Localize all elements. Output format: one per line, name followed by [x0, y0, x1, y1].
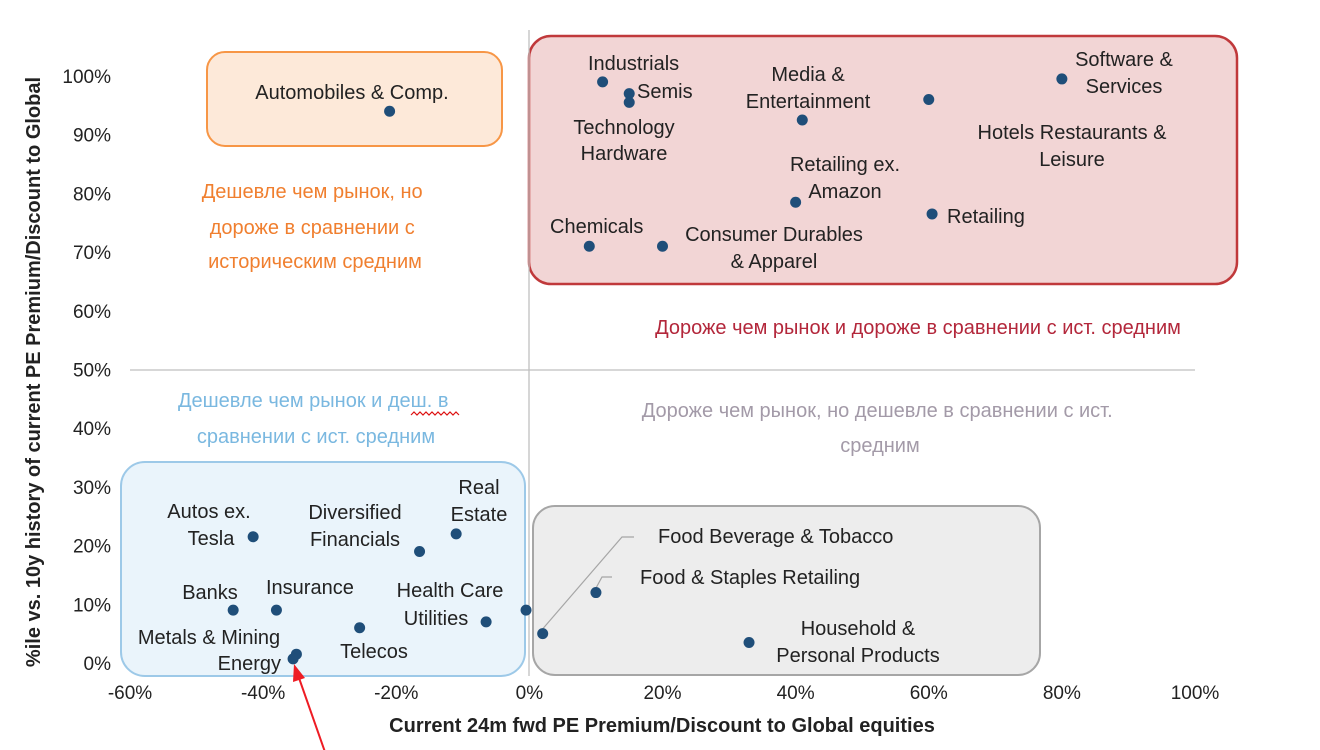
point-label: Entertainment — [746, 91, 871, 113]
data-point — [657, 240, 668, 252]
data-point — [287, 653, 299, 665]
x-tick-label: 20% — [643, 683, 681, 704]
data-point — [247, 531, 259, 543]
point-label: Food & Staples Retailing — [640, 567, 860, 589]
point-label: Insurance — [266, 577, 354, 599]
data-point — [597, 76, 609, 88]
x-tick-label: -40% — [241, 683, 285, 704]
point-label: Industrials — [588, 53, 679, 75]
y-tick-label: 90% — [73, 126, 111, 147]
cheap-market-cheap-history-box — [120, 461, 526, 677]
point-label: Hardware — [581, 143, 668, 165]
quadrant-label-bottom-left: Дешевле чем рынок и деш. в сравнении с и… — [178, 390, 454, 448]
point-label: Consumer Durables — [685, 224, 863, 246]
y-tick-label: 10% — [73, 595, 111, 616]
y-axis-title: %ile vs. 10y history of current PE Premi… — [23, 77, 45, 667]
point-label: Autos ex. — [167, 501, 250, 523]
data-point — [923, 93, 935, 105]
y-tick-label: 80% — [73, 184, 111, 205]
x-tick-label: -20% — [374, 683, 418, 704]
point-label: Services — [1086, 76, 1163, 98]
y-tick-label: 70% — [73, 243, 111, 264]
data-point — [590, 587, 602, 599]
point-label: Retailing ex. — [790, 154, 900, 176]
point-label: Diversified — [308, 502, 401, 524]
quadrant-label-bottom-right: Дороже чем рынок, но дешевле в сравнении… — [642, 400, 1119, 457]
point-label: Automobiles & Comp. — [255, 82, 448, 104]
data-point — [743, 636, 755, 648]
point-label: Food Beverage & Tobacco — [658, 526, 893, 548]
data-point — [520, 604, 532, 616]
point-labels: Automobiles & Comp. IndustrialsSemisTechn… — [138, 49, 1174, 675]
point-label: Amazon — [808, 181, 881, 203]
point-label: Technology — [573, 117, 674, 139]
point-label: Metals & Mining — [138, 627, 280, 649]
point-label: & Apparel — [731, 251, 818, 273]
x-tick-label: 0% — [516, 683, 544, 704]
point-label: Telecos — [340, 641, 408, 663]
quadrant-label-top-right: Дороже чем рынок и дороже в сравнении с … — [655, 317, 1181, 339]
point-label: Semis — [637, 81, 693, 103]
point-label: Health Care — [397, 580, 504, 602]
data-point — [583, 240, 595, 252]
data-point — [790, 196, 802, 208]
point-label: Software & — [1075, 49, 1173, 71]
point-label: Utilities — [404, 608, 468, 630]
point-label: Estate — [451, 504, 508, 526]
data-point — [926, 208, 938, 220]
point-label: Tesla — [188, 528, 236, 550]
point-label: Chemicals — [550, 216, 643, 238]
x-tick-label: 80% — [1043, 683, 1081, 704]
data-point — [414, 545, 426, 557]
data-point — [1056, 73, 1068, 85]
cheap-market-expensive-history-box — [206, 51, 503, 147]
y-axis-tick-labels: 0% 10% 20% 30% 40% 50% 60% 70% 80% 90% 100% — [62, 67, 111, 675]
data-point — [227, 604, 239, 616]
x-axis-title: Current 24m fwd PE Premium/Discount to G… — [389, 715, 935, 737]
y-tick-label: 0% — [84, 654, 112, 675]
data-point — [354, 622, 366, 634]
data-point — [450, 528, 462, 540]
point-label: Personal Products — [776, 645, 939, 667]
x-axis-tick-labels: -60% -40% -20% 0% 20% 40% 60% 80% 100% — [108, 683, 1220, 704]
red-arrow-icon — [293, 664, 326, 750]
point-label: Leisure — [1039, 149, 1105, 171]
x-tick-label: 40% — [777, 683, 815, 704]
spellcheck-underline — [410, 411, 460, 416]
y-tick-label: 60% — [73, 302, 111, 323]
x-tick-label: 100% — [1171, 683, 1220, 704]
y-tick-label: 40% — [73, 419, 111, 440]
point-label: Banks — [182, 582, 238, 604]
point-label: Financials — [310, 529, 400, 551]
point-label: Real — [458, 477, 499, 499]
data-point — [480, 616, 492, 628]
point-label: Retailing — [947, 206, 1025, 228]
y-tick-label: 30% — [73, 478, 111, 499]
y-tick-label: 20% — [73, 537, 111, 558]
quadrant-label-top-left: Дешевле чем рынок, но дороже в сравнении… — [202, 181, 428, 273]
data-point — [623, 88, 635, 100]
data-points — [227, 73, 1068, 665]
point-label: Household & — [801, 618, 916, 640]
data-point — [623, 96, 635, 108]
data-point — [384, 105, 396, 117]
y-tick-label: 100% — [62, 67, 111, 88]
point-label: Energy — [218, 653, 281, 675]
label-leader-lines — [539, 536, 634, 633]
point-label: Media & — [771, 64, 845, 86]
data-point — [537, 628, 549, 640]
expensive-market-cheap-history-box — [532, 505, 1041, 676]
x-tick-label: -60% — [108, 683, 152, 704]
x-tick-label: 60% — [910, 683, 948, 704]
data-point — [796, 114, 808, 126]
y-tick-label: 50% — [73, 361, 111, 382]
data-point — [270, 604, 282, 616]
point-label: Hotels Restaurants & — [978, 122, 1168, 144]
